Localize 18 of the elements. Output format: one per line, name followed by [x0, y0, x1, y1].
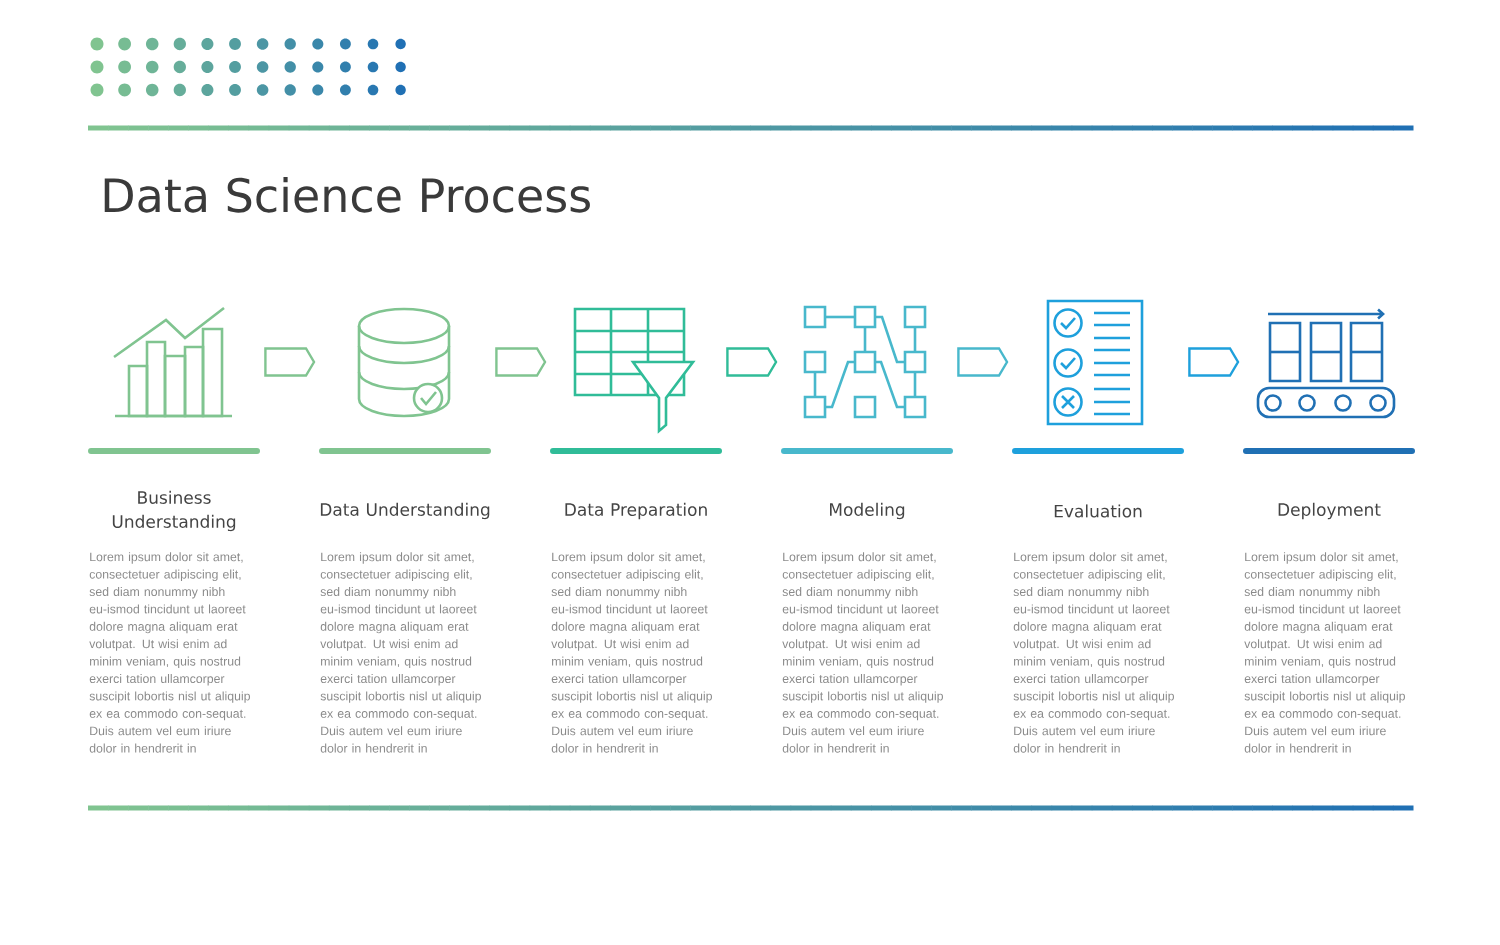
step-heading: Business Understanding	[112, 490, 236, 532]
step-heading: Modeling	[830, 502, 905, 520]
chevron-arrow	[495, 347, 547, 377]
step-description: Lorem ipsum dolor sit amet, consectetuer adipiscing elit, sed diam nonummy nibh eu-ismod tincidunt ut laoreet dolore magna aliquam erat volutpat. Ut wisi enim ad minim veniam, quis nostrud exerci tation ullamcorper suscipit lobortis nisl ut aliquip ex ea commodo con-sequat. Duis autem vel eum iriure dolor in hendrerit in	[89, 552, 250, 753]
step-heading: Data Preparation	[565, 502, 707, 520]
step-description: Lorem ipsum dolor sit amet, consectetuer adipiscing elit, sed diam nonummy nibh eu-ismod tincidunt ut laoreet dolore magna aliquam erat volutpat. Ut wisi enim ad minim veniam, quis nostrud exerci tation ullamcorper suscipit lobortis nisl ut aliquip ex ea commodo con-sequat. Duis autem vel eum iriure dolor in hendrerit in	[1013, 552, 1174, 753]
step-heading: Evaluation	[1054, 504, 1142, 518]
chevron-arrow	[957, 347, 1009, 377]
chevron-arrow	[1188, 347, 1240, 377]
chevron-arrow	[726, 347, 778, 377]
step-description: Lorem ipsum dolor sit amet, consectetuer adipiscing elit, sed diam nonummy nibh eu-ismod tincidunt ut laoreet dolore magna aliquam erat volutpat. Ut wisi enim ad minim veniam, quis nostrud exerci tation ullamcorper suscipit lobortis nisl ut aliquip ex ea commodo con-sequat. Duis autem vel eum iriure dolor in hendrerit in	[320, 552, 481, 753]
step-heading: Deployment	[1278, 502, 1381, 520]
chevron-arrow	[264, 347, 316, 377]
title: Data Science Process	[104, 177, 590, 213]
step-description: Lorem ipsum dolor sit amet, consectetuer adipiscing elit, sed diam nonummy nibh eu-ismod tincidunt ut laoreet dolore magna aliquam erat volutpat. Ut wisi enim ad minim veniam, quis nostrud exerci tation ullamcorper suscipit lobortis nisl ut aliquip ex ea commodo con-sequat. Duis autem vel eum iriure dolor in hendrerit in	[551, 552, 712, 753]
step-description: Lorem ipsum dolor sit amet, consectetuer adipiscing elit, sed diam nonummy nibh eu-ismod tincidunt ut laoreet dolore magna aliquam erat volutpat. Ut wisi enim ad minim veniam, quis nostrud exerci tation ullamcorper suscipit lobortis nisl ut aliquip ex ea commodo con-sequat. Duis autem vel eum iriure dolor in hendrerit in	[1244, 552, 1405, 753]
step-heading: Data Understanding	[320, 502, 490, 520]
step-description: Lorem ipsum dolor sit amet, consectetuer adipiscing elit, sed diam nonummy nibh eu-ismod tincidunt ut laoreet dolore magna aliquam erat volutpat. Ut wisi enim ad minim veniam, quis nostrud exerci tation ullamcorper suscipit lobortis nisl ut aliquip ex ea commodo con-sequat. Duis autem vel eum iriure dolor in hendrerit in	[782, 552, 943, 753]
